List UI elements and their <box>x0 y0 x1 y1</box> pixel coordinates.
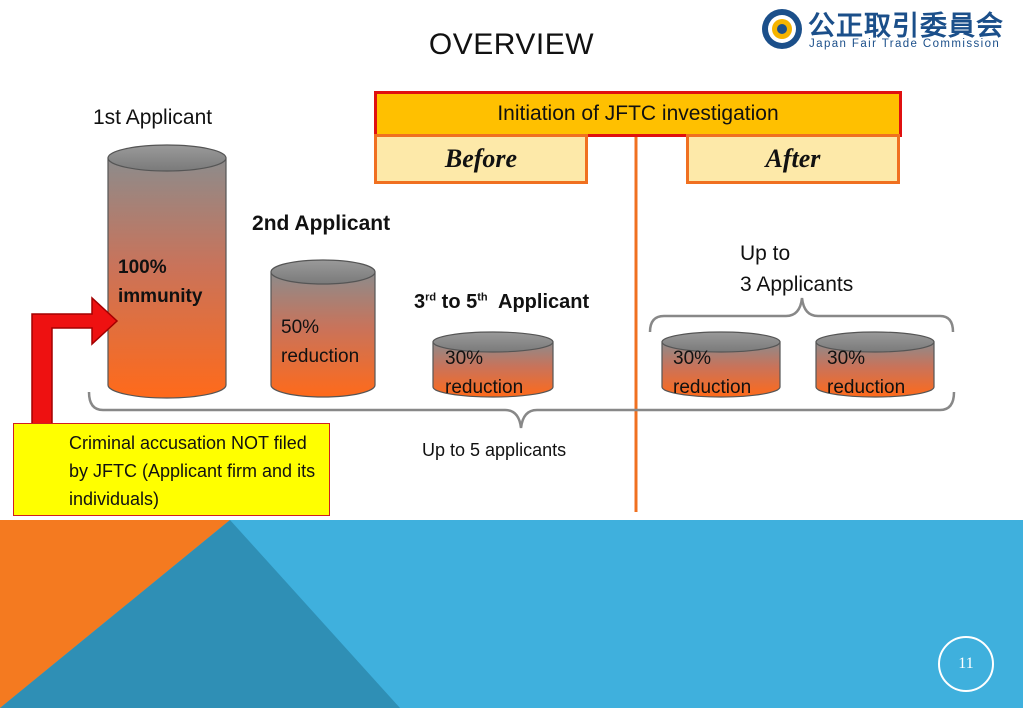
cylinder-first-applicant <box>107 144 227 399</box>
third-label-sup-b: th <box>477 291 488 304</box>
after-2-benefit-line2: reduction <box>827 377 906 398</box>
criminal-accusation-note: Criminal accusation NOT filed by JFTC (A… <box>13 423 330 516</box>
after-applicant-2-benefit: 30% reduction <box>827 344 905 402</box>
cylinder-third-applicant <box>432 331 554 398</box>
cylinder-after-1 <box>661 331 781 398</box>
initiation-banner: Initiation of JFTC investigation <box>374 91 902 137</box>
first-benefit-line1: 100% <box>118 257 167 278</box>
after-group-line1: Up to <box>740 242 791 265</box>
before-group-label: Up to 5 applicants <box>422 440 567 460</box>
second-benefit-line1: 50% <box>281 317 320 338</box>
third-benefit-line1: 30% <box>445 348 484 369</box>
second-benefit-line2: reduction <box>281 346 360 367</box>
second-applicant-rest: nd Applicant <box>263 212 391 235</box>
footer-band <box>0 520 1023 708</box>
third-to-fifth-applicant-label: 3rd to 5th Applicant <box>414 291 589 314</box>
jftc-logo: 公正取引委員会 Japan Fair Trade Commission <box>760 4 1023 54</box>
brace-after <box>648 297 955 333</box>
third-label-c: Applicant <box>487 291 590 313</box>
after-group-line2: 3 Applicants <box>740 273 854 296</box>
arrow-icon <box>31 296 119 433</box>
cylinder-second-applicant <box>270 259 376 398</box>
third-label-a: 3 <box>414 291 426 313</box>
first-applicant-label: 1st Applicant <box>93 106 213 129</box>
logo-name-en: Japan Fair Trade Commission <box>809 38 1001 50</box>
slide-title: OVERVIEW <box>428 28 595 61</box>
second-applicant-num: 2 <box>252 212 264 235</box>
after-applicant-1-benefit: 30% reduction <box>673 344 751 402</box>
second-applicant-label: 2nd Applicant <box>252 212 390 236</box>
before-label: Before <box>374 134 588 184</box>
page-number: 11 <box>938 636 994 692</box>
after-group-label: Up to 3 Applicants <box>740 238 853 300</box>
after-1-benefit-line1: 30% <box>673 348 712 369</box>
jftc-emblem-icon <box>762 9 802 49</box>
after-1-benefit-line2: reduction <box>673 377 752 398</box>
third-label-sup-a: rd <box>425 291 437 304</box>
third-label-b: to 5 <box>436 291 478 313</box>
second-applicant-benefit: 50% reduction <box>281 313 359 371</box>
cylinder-after-2 <box>815 331 935 398</box>
brace-before <box>87 391 956 429</box>
after-2-benefit-line1: 30% <box>827 348 866 369</box>
after-label: After <box>686 134 900 184</box>
third-benefit-line2: reduction <box>445 377 524 398</box>
first-applicant-benefit: 100% immunity <box>118 253 202 311</box>
logo-name-jp: 公正取引委員会 <box>808 11 1004 41</box>
first-benefit-line2: immunity <box>118 286 203 307</box>
third-applicant-benefit: 30% reduction <box>445 344 523 402</box>
